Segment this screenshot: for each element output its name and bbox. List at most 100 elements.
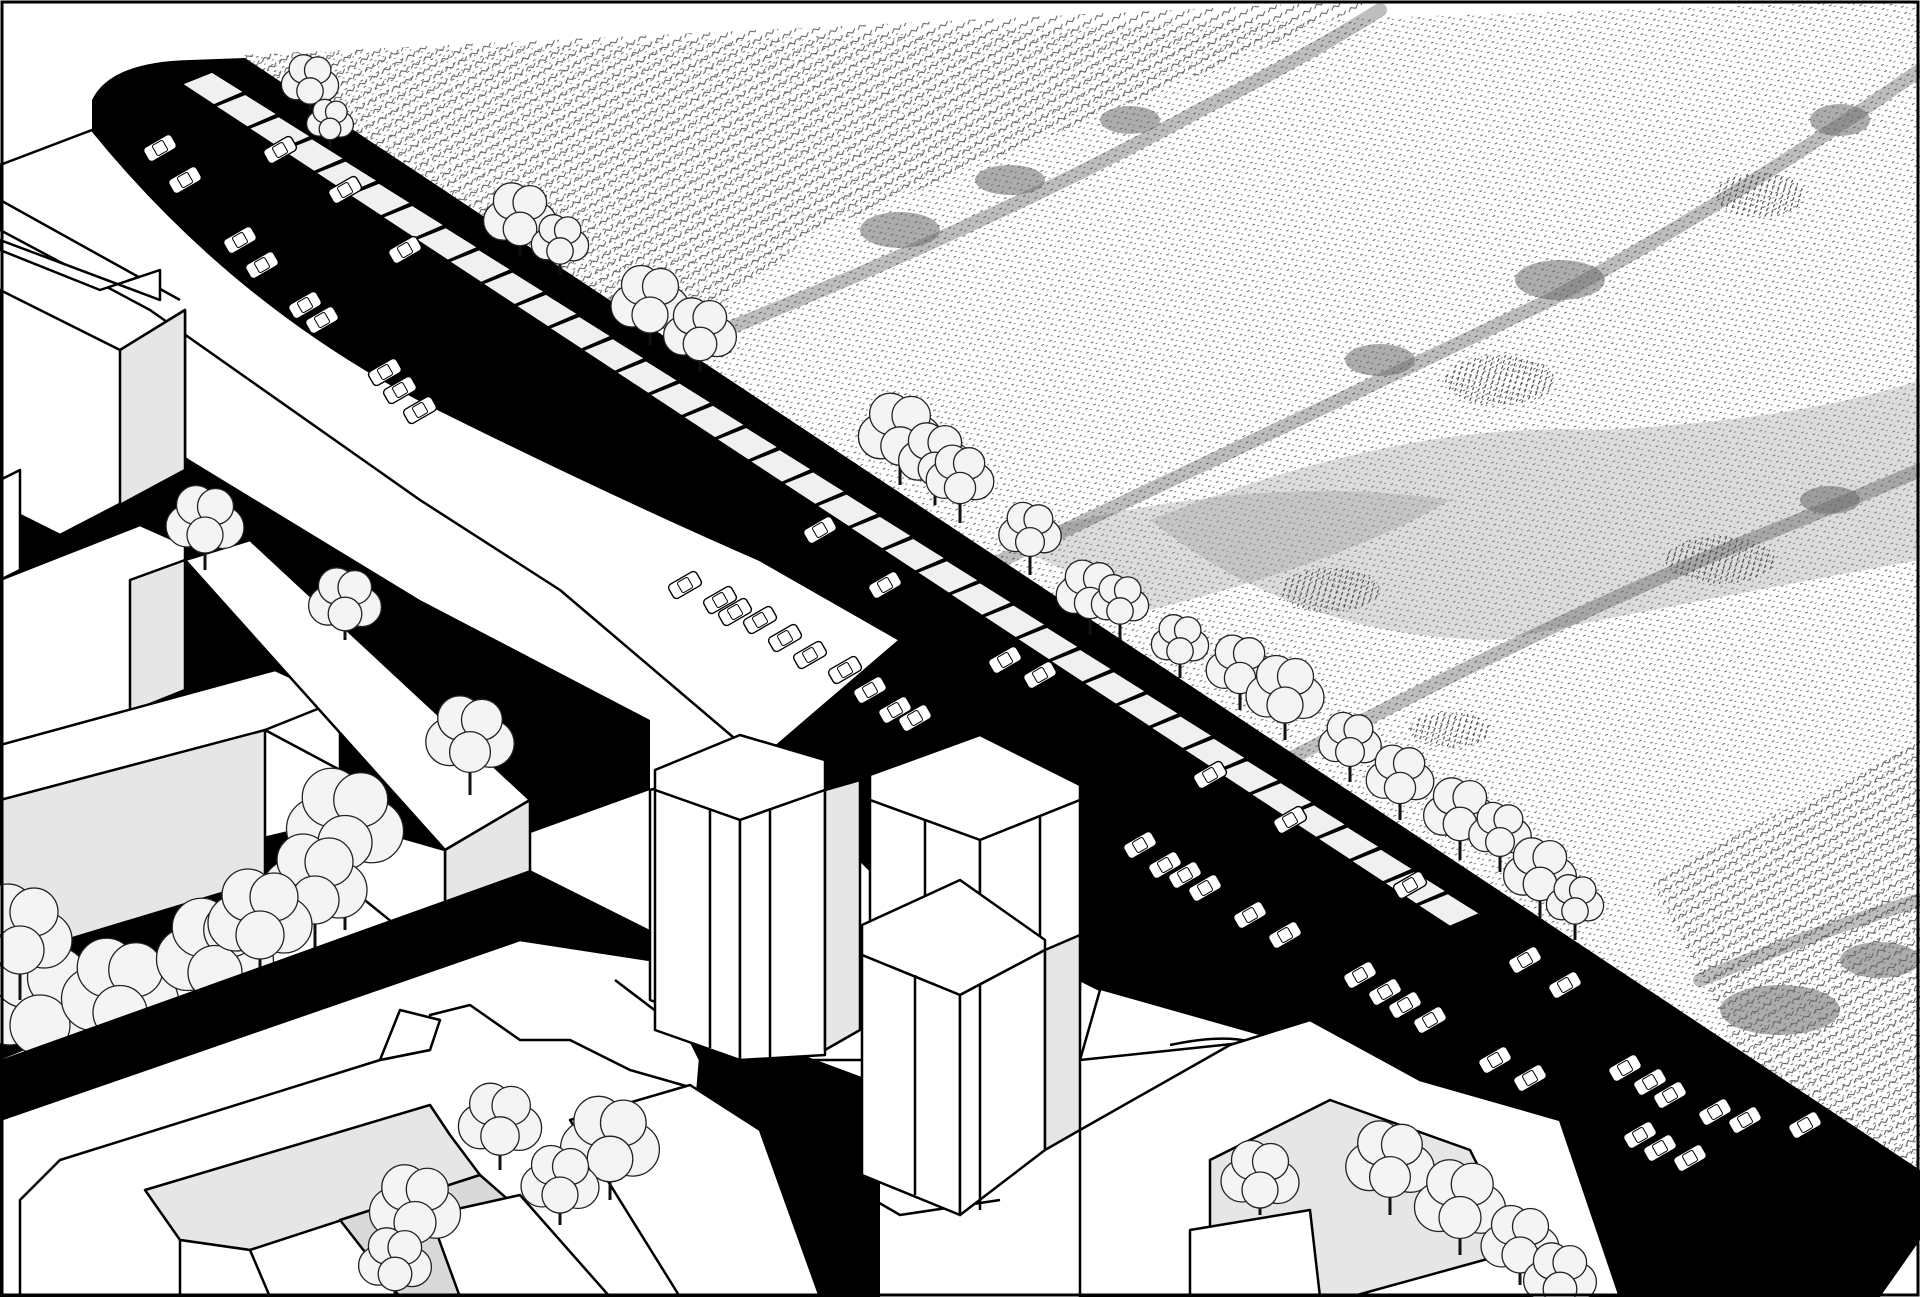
car-icon	[1272, 805, 1308, 835]
car-icon	[1192, 760, 1228, 790]
car-icon	[1787, 1110, 1823, 1140]
car-icon	[852, 675, 888, 705]
tree-icon	[207, 868, 313, 995]
car-icon	[1632, 1067, 1668, 1097]
parking-stall	[714, 426, 781, 462]
car-icon	[142, 133, 178, 163]
car-icon	[1697, 1097, 1733, 1127]
car-icon	[742, 605, 778, 635]
parking-stall	[414, 226, 480, 262]
tree-icon	[1245, 654, 1325, 740]
parking-stall	[380, 204, 447, 240]
parking-stall	[1416, 892, 1482, 928]
tree-icon	[520, 1144, 600, 1225]
tree-icon	[1522, 1242, 1598, 1297]
parking-stall	[247, 115, 313, 151]
parking-stall	[480, 270, 547, 306]
car-icon	[827, 655, 863, 685]
car-icon	[1672, 1143, 1708, 1173]
tree-icon	[368, 1164, 462, 1255]
tree-icon	[165, 484, 245, 570]
parking-stall	[981, 603, 1048, 639]
car-icon	[1477, 1045, 1513, 1075]
parking-stall	[514, 293, 580, 328]
tree-icon	[925, 444, 995, 523]
parking-stall	[347, 182, 413, 217]
car-icon	[1367, 977, 1403, 1007]
parking-stall	[647, 381, 714, 417]
tree-icon	[998, 501, 1062, 575]
courtyard-trees	[357, 1082, 1598, 1297]
parking-stall	[1048, 648, 1115, 684]
tree-icon	[1318, 711, 1382, 782]
car-icon	[1187, 873, 1223, 903]
car-icon	[1342, 960, 1378, 990]
parking-stall	[1182, 737, 1248, 772]
parking-stall	[781, 470, 847, 506]
car-icon	[1232, 900, 1268, 930]
car-icon	[877, 695, 913, 725]
car-icon	[167, 165, 203, 195]
car-icon	[367, 357, 403, 387]
car-icon	[244, 250, 280, 280]
car-icon	[702, 585, 738, 615]
parking-stall	[1082, 670, 1148, 706]
car-icon	[867, 570, 903, 600]
car-icon	[987, 645, 1023, 675]
tree-icon	[482, 182, 558, 255]
parking-stall	[1315, 825, 1382, 861]
car-icon	[1122, 830, 1158, 860]
parking-stall	[614, 359, 680, 395]
car-icon	[222, 225, 258, 255]
car-icon	[667, 570, 703, 600]
tree-icon	[1468, 801, 1532, 872]
car-icon	[1622, 1120, 1658, 1150]
car-icon	[1147, 850, 1183, 880]
tree-icon	[307, 567, 383, 640]
parking-stall	[1015, 626, 1081, 661]
parking-stall	[1349, 848, 1415, 883]
parking-stall	[948, 581, 1014, 617]
car-icon	[304, 305, 340, 335]
car-icon	[387, 235, 423, 265]
parking-stall	[748, 448, 814, 484]
car-icon	[327, 175, 363, 205]
tree-icon	[1220, 1139, 1300, 1215]
tree-icon	[559, 1095, 661, 1200]
car-icon	[382, 375, 418, 405]
tree-icon	[357, 1227, 433, 1295]
car-icon	[897, 703, 933, 733]
tree-icon	[1502, 837, 1578, 918]
car-icon	[767, 623, 803, 653]
tree-icon	[1345, 1120, 1435, 1215]
tree-icon	[530, 214, 590, 275]
tree-icon	[1365, 744, 1435, 820]
car-icon	[1267, 920, 1303, 950]
parking-stall	[848, 515, 914, 550]
car-icon	[1512, 1063, 1548, 1093]
tree-icon	[1150, 614, 1210, 678]
tree-icon	[1545, 874, 1605, 940]
high-rise-blocks	[653, 733, 1082, 1217]
car-icon	[402, 395, 438, 425]
tree-icon	[280, 54, 340, 110]
parking-stall	[1115, 692, 1181, 728]
parking-stall	[1148, 714, 1215, 750]
car-icon	[1652, 1080, 1688, 1110]
parking-stall	[681, 404, 747, 439]
car-icon	[1412, 1005, 1448, 1035]
parking-stall	[180, 71, 246, 106]
car-icon	[262, 135, 298, 165]
car-icon	[1607, 1053, 1643, 1083]
car-icon	[717, 597, 753, 627]
parked-cars	[142, 133, 1823, 1173]
car-icon	[1167, 860, 1203, 890]
parking-stall	[547, 315, 614, 351]
tree-icon	[425, 695, 515, 795]
parking-stall	[581, 337, 647, 373]
street-trees-left	[0, 484, 515, 1090]
tree-buffer	[280, 54, 1605, 940]
parking-stall	[881, 537, 948, 573]
car-icon	[1507, 945, 1543, 975]
parking-stall	[915, 559, 981, 595]
